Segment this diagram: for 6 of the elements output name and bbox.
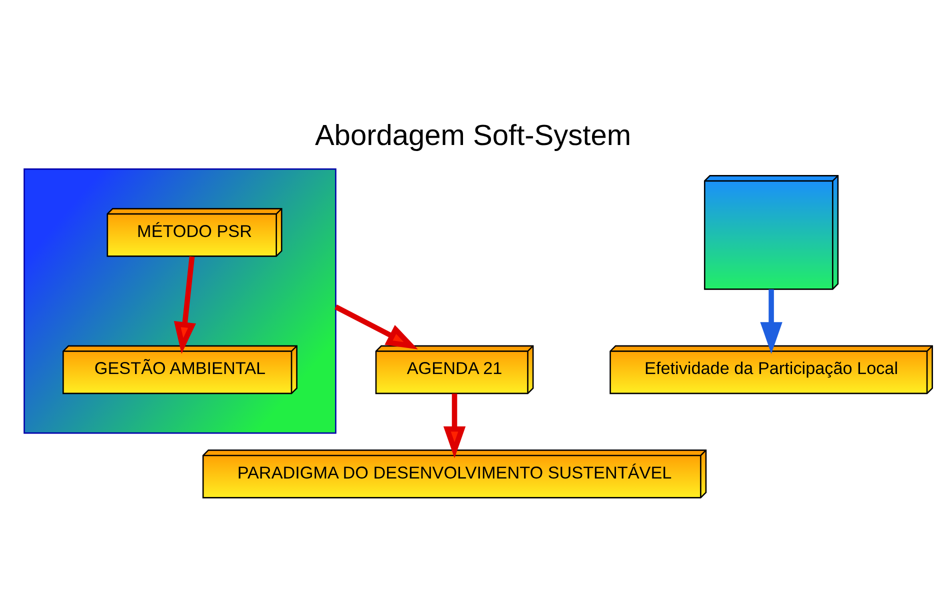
diagram-title: Abordagem Soft-System: [314, 120, 632, 152]
arrow: [174, 256, 196, 354]
arrow: [443, 394, 466, 458]
arrow: [760, 289, 782, 354]
arrow: [334, 304, 418, 350]
cluster: [24, 168, 336, 434]
